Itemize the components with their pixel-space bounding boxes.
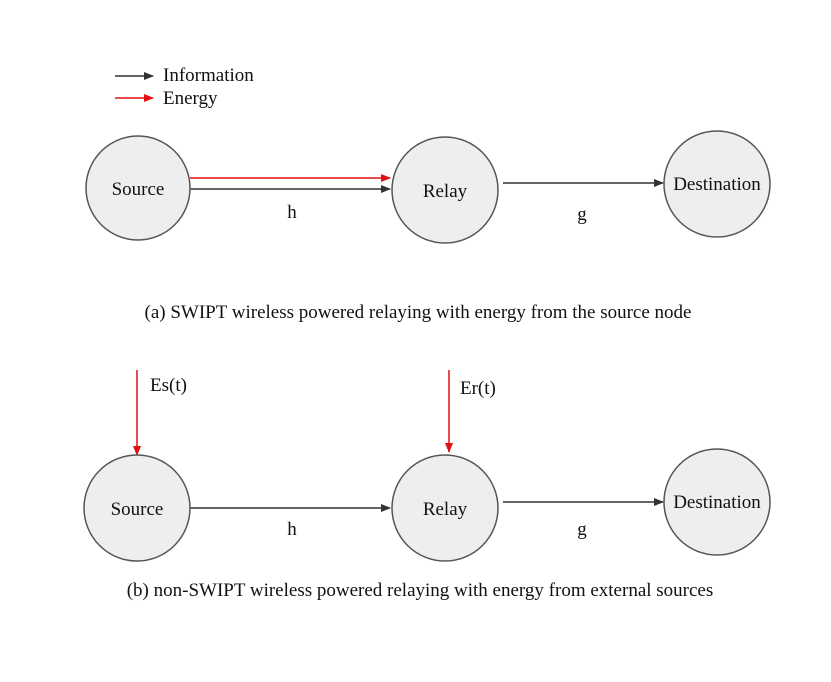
destination-node-b — [663, 448, 771, 556]
channel-g-label-b: g — [577, 519, 587, 540]
destination-label: Destination — [673, 174, 761, 195]
source-label-b: Source — [111, 499, 164, 520]
energy-relay-label: Er(t) — [460, 378, 496, 399]
channel-h-label-b: h — [287, 519, 297, 540]
diagram-a: Source Relay Destination h g (a) SWIPT w… — [85, 130, 771, 323]
relay-node — [391, 136, 499, 244]
legend-energy-label: Energy — [163, 88, 218, 109]
caption-b: (b) non-SWIPT wireless powered relaying … — [127, 580, 714, 601]
source-node-b — [83, 454, 191, 562]
diagram-b: Es(t) Er(t) Source Relay Destination h g… — [83, 370, 771, 601]
relay-label: Relay — [423, 181, 468, 202]
channel-h-label: h — [287, 202, 297, 223]
energy-source-label: Es(t) — [150, 375, 187, 396]
caption-a: (a) SWIPT wireless powered relaying with… — [145, 302, 692, 323]
legend: Information Energy — [115, 65, 254, 109]
source-node — [85, 135, 191, 241]
source-label: Source — [112, 179, 165, 200]
destination-label-b: Destination — [673, 492, 761, 513]
relay-label-b: Relay — [423, 499, 468, 520]
relay-node-b — [391, 454, 499, 562]
destination-node — [663, 130, 771, 238]
legend-information-label: Information — [163, 65, 254, 86]
channel-g-label: g — [577, 204, 587, 225]
